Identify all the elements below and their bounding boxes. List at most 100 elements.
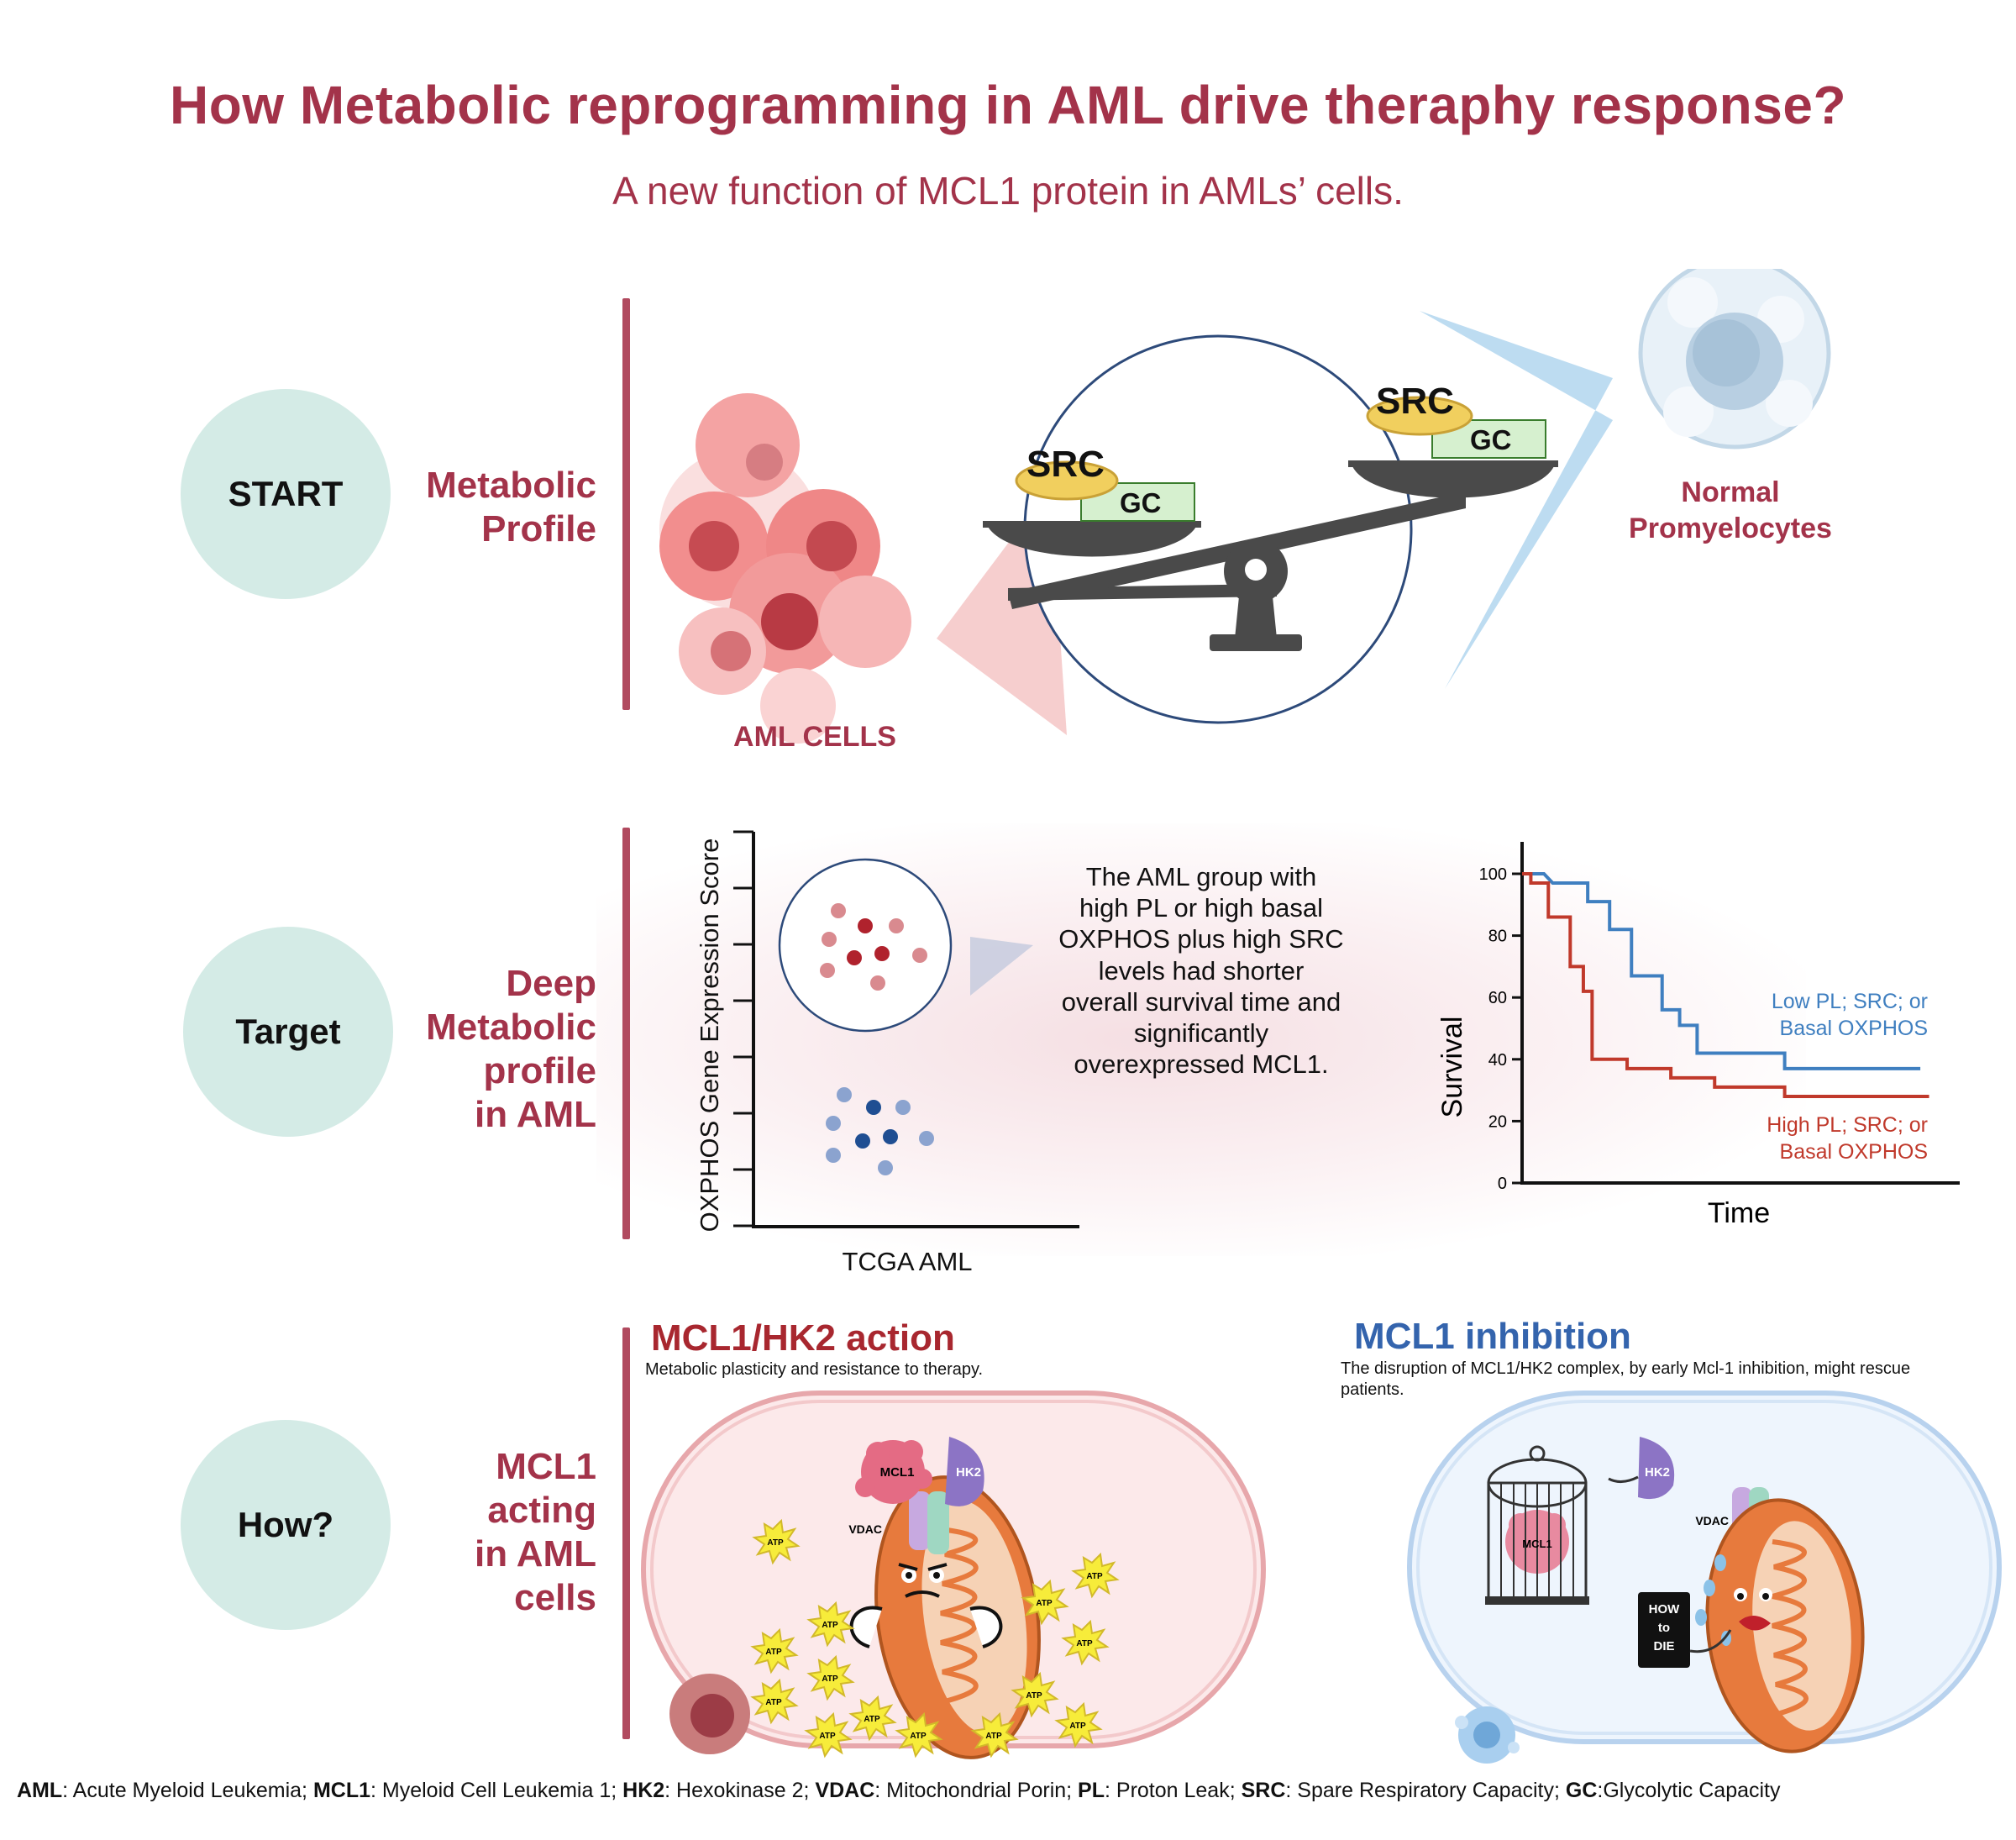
abbreviations-footer: AML: Acute Myeloid Leukemia; MCL1: Myelo… [17, 1777, 1999, 1805]
footer-abbr: MCL1 [312, 1779, 370, 1802]
footer-abbr: SRC [1241, 1779, 1286, 1802]
atp-label: ATP [822, 1621, 838, 1630]
legend-low-line-2: Basal OXPHOS [1780, 1017, 1928, 1040]
footer-abbr: PL [1078, 1779, 1105, 1802]
legend-high-line-2: Basal OXPHOS [1780, 1140, 1928, 1164]
callout-line: OXPHOS plus high SRC [1058, 924, 1344, 954]
aml-cells-label: AML CELLS [733, 721, 896, 753]
survival-y-tick-label: 100 [1479, 865, 1507, 884]
low-oxphos-points [826, 1087, 934, 1175]
mcl1-inhibition-illustration: MCL1 HK2 VDAC HOW to DIE [1407, 1391, 2002, 1764]
book-label-line: HOW [1649, 1602, 1681, 1617]
metabolic-profile-illustration [659, 269, 1831, 744]
mcl1-protein-icon [855, 1440, 932, 1504]
section-label-line: in AML [475, 1532, 596, 1575]
inhibition-sub-line: patients. [1341, 1380, 1404, 1399]
inhibition-sub-line: The disruption of MCL1/HK2 complex, by e… [1341, 1359, 1911, 1378]
step-start-label: START [228, 474, 344, 513]
section-divider [622, 828, 630, 1239]
section-label-line: acting [487, 1489, 596, 1531]
atp-burst-icons [750, 1518, 1120, 1759]
normal-promyelocytes-label: Normal Promyelocytes [1596, 475, 1865, 546]
callout-line: significantly [1133, 1017, 1269, 1048]
book-label-line: to [1658, 1621, 1670, 1635]
balance-scale-icon [983, 460, 1558, 651]
oxphos-scatter-schematic [733, 830, 1079, 1228]
callout-line: levels had shorter [1098, 955, 1305, 986]
mcl1-hk2-action-illustration: MCL1 HK2 VDAC ATP ATP ATP ATP ATP ATP AT… [641, 1391, 1266, 1759]
callout-line: high PL or high basal [1079, 893, 1324, 923]
mcl1-hk2-action-subtitle: Metabolic plasticity and resistance to t… [645, 1360, 984, 1379]
footer-abbr: HK2 [622, 1779, 665, 1802]
section-label-line: profile [483, 1049, 596, 1091]
scatter-zoom-cone [970, 937, 1033, 996]
mitochondrion-src-left-icon [1015, 460, 1119, 501]
scatter-y-ticks [733, 830, 753, 1228]
section-label-metabolic-profile: Metabolic Profile [361, 464, 596, 551]
legend-high-line-1: High PL; SRC; or [1767, 1113, 1928, 1137]
survival-y-tick-label: 0 [1498, 1175, 1507, 1193]
section-label-line: Profile [481, 507, 596, 549]
atp-label: ATP [1076, 1639, 1093, 1648]
footer-def: : Proton Leak; [1105, 1779, 1242, 1802]
scatter-zoom-circle [778, 858, 953, 1033]
step-target-circle: Target [183, 927, 393, 1137]
atp-label: ATP [1086, 1572, 1103, 1581]
normal-label-line: Normal [1681, 476, 1780, 508]
gc-label-right: GC [1470, 424, 1512, 455]
aml-cell-membrane-treated [1407, 1391, 2002, 1744]
aml-cells-cluster-icon [659, 393, 911, 744]
section-divider [622, 298, 630, 710]
hk2-label: HK2 [956, 1465, 981, 1480]
how-to-die-book-icon [1638, 1592, 1690, 1668]
atp-label: ATP [822, 1674, 838, 1684]
mitochondrion-sad-icon [1705, 1498, 1865, 1753]
atp-label: ATP [819, 1732, 836, 1741]
page-title: How Metabolic reprogramming in AML drive… [169, 75, 1847, 135]
gc-label-left: GC [1120, 487, 1162, 518]
vdac-label: VDAC [1695, 1514, 1729, 1527]
page-subtitle: A new function of MCL1 protein in AMLs’ … [612, 169, 1404, 213]
mcl1-inhibition-title: MCL1 inhibition [1354, 1316, 1631, 1357]
callout-line: The AML group with [1085, 862, 1317, 891]
survival-y-tick-label: 40 [1488, 1051, 1507, 1070]
footer-def: : Hexokinase 2; [664, 1779, 816, 1802]
footer-def: : Spare Respiratory Capacity; [1285, 1779, 1566, 1802]
step-how-circle: How? [181, 1420, 391, 1630]
atp-label: ATP [864, 1715, 880, 1724]
section-label-line: MCL1 [496, 1446, 596, 1487]
footer-abbr: AML [17, 1779, 63, 1802]
section-label-line: Metabolic [426, 1006, 596, 1048]
footer-def: : Acute Myeloid Leukemia; [62, 1779, 313, 1802]
step-how-label: How? [237, 1505, 334, 1544]
vdac-channel-icon [909, 1491, 949, 1554]
section-label-line: Deep [506, 963, 596, 1004]
step-start-circle: START [181, 389, 391, 599]
atp-label: ATP [910, 1732, 927, 1741]
scatter-x-axis-label: TCGA AML [842, 1247, 973, 1276]
section-label-deep-metabolic-profile: Deep Metabolic profile in AML [361, 962, 596, 1137]
finding-callout: The AML group with high PL or high basal… [1008, 861, 1394, 1080]
book-label-line: DIE [1653, 1639, 1674, 1653]
mcl1-hk2-action-title: MCL1/HK2 action [651, 1317, 955, 1359]
section-label-mcl1-acting: MCL1 acting in AML cells [361, 1445, 596, 1620]
aml-cell-icon [669, 1674, 750, 1754]
atp-label: ATP [765, 1648, 782, 1657]
atp-label: ATP [765, 1698, 782, 1707]
step-target-label: Target [235, 1012, 341, 1051]
atp-label: ATP [1069, 1722, 1086, 1731]
survival-y-label: Survival [1436, 1017, 1468, 1118]
callout-line: overexpressed MCL1. [1074, 1049, 1329, 1080]
survival-y-tick-label: 80 [1488, 928, 1507, 946]
treated-cell-icon [1455, 1706, 1520, 1764]
mcl1-label: MCL1 [880, 1465, 915, 1480]
hk2-free-icon [1638, 1437, 1675, 1500]
mcl1-caged-label: MCL1 [1522, 1538, 1551, 1550]
hk2-protein-icon [945, 1437, 984, 1506]
high-oxphos-points [820, 903, 927, 991]
atp-label: ATP [1026, 1691, 1042, 1701]
legend-low-line-1: Low PL; SRC; or [1772, 990, 1928, 1013]
callout-line: overall survival time and [1061, 986, 1341, 1017]
survival-curve-low [1522, 872, 1921, 1070]
